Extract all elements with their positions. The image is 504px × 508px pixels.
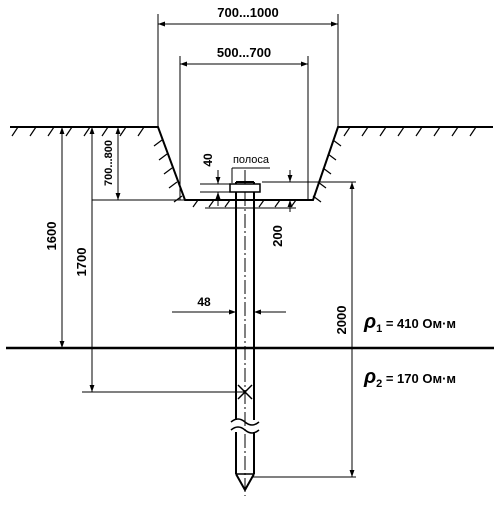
dim-rod-diameter: 48: [197, 295, 211, 309]
dim-trench-top-width: 700...1000: [217, 5, 278, 20]
dim-rod-mark-depth: 1700: [74, 248, 89, 277]
dim-trench-depth: 700...800: [103, 140, 115, 186]
dim-trench-bottom-width: 500...700: [217, 45, 271, 60]
dim-rod-length: 2000: [334, 306, 349, 335]
strip-label: полоса: [233, 154, 270, 166]
dim-rod-below-trench: 200: [270, 225, 285, 247]
extension-lines: [82, 14, 356, 478]
ground-rod: [230, 170, 260, 496]
soil-resistivity-upper: ρ1 = 410 Ом·м: [363, 311, 456, 335]
dimension-lines: [59, 21, 355, 477]
soil-hatching: [11, 126, 477, 208]
dim-strip-height: 40: [201, 153, 215, 167]
soil-resistivity-lower: ρ2 = 170 Ом·м: [363, 366, 456, 390]
ground-surface: [10, 126, 493, 201]
dim-layer-boundary-depth: 1600: [44, 222, 59, 251]
grounding-strip: [229, 183, 261, 193]
